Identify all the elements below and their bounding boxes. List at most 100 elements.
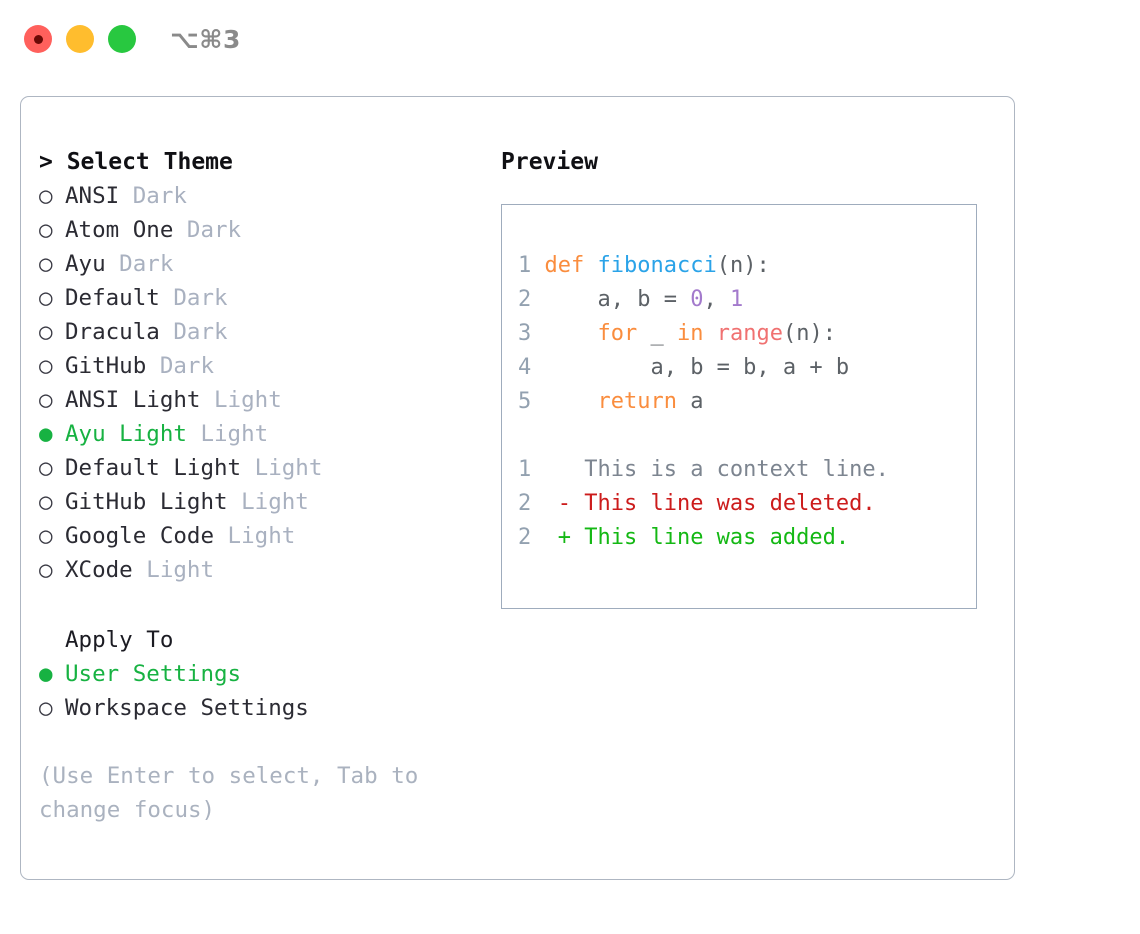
theme-option-kind: Dark — [146, 353, 215, 379]
code-token-num: 0 — [690, 287, 704, 312]
theme-option-label: Ayu — [65, 251, 106, 277]
code-token-plain: a, b = b, a + b — [544, 355, 850, 380]
code-spacer — [518, 419, 976, 453]
theme-option-ansi-light[interactable]: ○ANSI Light Light — [39, 383, 489, 417]
theme-option-label: GitHub Light — [65, 489, 228, 515]
diff-marker-add: + — [531, 525, 585, 550]
code-line: 2 a, b = 0, 1 — [518, 283, 976, 317]
radio-selected-icon: ● — [39, 661, 53, 687]
code-gutter-space — [531, 355, 544, 380]
close-button-icon[interactable] — [24, 25, 52, 53]
theme-option-kind: Dark — [159, 319, 228, 345]
preview-heading: Preview — [501, 149, 598, 175]
titlebar: ⌥⌘3 — [0, 0, 1140, 78]
diff-line-ctx: 1 This is a context line. — [518, 453, 976, 487]
maximize-button-icon[interactable] — [108, 25, 136, 53]
theme-option-label: Default Light — [65, 455, 242, 481]
theme-option-default[interactable]: ○Default Dark — [39, 281, 489, 315]
code-line: 3 for _ in range(n): — [518, 317, 976, 351]
apply-to-panel: Apply To ●User Settings○Workspace Settin… — [39, 623, 489, 725]
code-line: 1 def fibonacci(n): — [518, 249, 976, 283]
theme-option-kind: Dark — [119, 183, 187, 209]
radio-unselected-icon: ○ — [39, 455, 53, 481]
preview-panel: Preview 1 def fibonacci(n):2 a, b = 0, 1… — [501, 145, 1001, 609]
code-line: 5 return a — [518, 385, 976, 419]
radio-unselected-icon: ○ — [39, 353, 53, 379]
code-token-plain: a — [676, 389, 704, 414]
code-gutter-space — [531, 321, 544, 346]
radio-unselected-icon: ○ — [39, 523, 53, 549]
code-line-number: 5 — [518, 389, 532, 414]
code-line-number: 4 — [518, 355, 532, 380]
code-token-plain: _ — [637, 321, 677, 346]
theme-option-default-light[interactable]: ○ Default Light Light — [39, 451, 489, 485]
theme-option-kind: Dark — [105, 251, 174, 277]
theme-option-kind: Dark — [173, 217, 242, 243]
code-token-plain: a, b = — [544, 287, 691, 312]
theme-option-kind: Light — [214, 523, 296, 549]
apply-to-option-user-settings[interactable]: ●User Settings — [39, 657, 489, 691]
theme-option-label: GitHub — [65, 353, 147, 379]
radio-unselected-icon: ○ — [39, 251, 53, 277]
theme-option-ayu[interactable]: ○ Ayu Dark — [39, 247, 489, 281]
theme-option-kind: Light — [227, 489, 309, 515]
code-line-number: 2 — [518, 287, 532, 312]
code-token-num: 1 — [729, 287, 744, 312]
theme-option-github[interactable]: ○ GitHub Dark — [39, 349, 489, 383]
code-token-kw: for — [597, 321, 638, 346]
radio-unselected-icon: ○ — [39, 319, 53, 345]
theme-option-label: Ayu Light — [65, 421, 187, 447]
theme-option-dracula[interactable]: ○ Dracula Dark — [39, 315, 489, 349]
theme-option-ansi[interactable]: ○ ANSI Dark — [39, 179, 489, 213]
apply-to-option-workspace-settings[interactable]: ○ Workspace Settings — [39, 691, 489, 725]
theme-option-kind: Light — [200, 387, 282, 413]
diff-line-number: 2 — [518, 491, 532, 516]
diff-line-number: 1 — [518, 457, 532, 482]
code-token-kw: def — [544, 253, 598, 278]
minimize-button-icon[interactable] — [66, 25, 94, 53]
theme-option-google-code[interactable]: ○Google Code Light — [39, 519, 489, 553]
theme-option-kind: Light — [186, 421, 269, 447]
theme-option-label: XCode — [65, 557, 133, 583]
code-token-fn: fibonacci — [597, 253, 717, 278]
theme-option-github-light[interactable]: ○ GitHub Light Light — [39, 485, 489, 519]
code-line-number: 3 — [518, 321, 532, 346]
code-token-punct: (n): — [716, 253, 770, 278]
diff-line-text: This line was added. — [584, 525, 850, 550]
diff-sample: 1 This is a context line.2 - This line w… — [518, 453, 976, 555]
theme-option-ayu-light[interactable]: ●Ayu Light Light — [39, 417, 489, 451]
radio-unselected-icon: ○ — [39, 489, 53, 515]
apply-to-option-label: Workspace Settings — [65, 695, 309, 721]
code-token-kw: return — [597, 389, 677, 414]
theme-option-xcode[interactable]: ○XCode Light — [39, 553, 489, 587]
code-gutter-space — [531, 389, 544, 414]
code-line: 4 a, b = b, a + b — [518, 351, 976, 385]
radio-unselected-icon: ○ — [39, 183, 53, 209]
radio-unselected-icon: ○ — [39, 695, 53, 721]
theme-option-kind: Light — [241, 455, 323, 481]
theme-list: ○ANSI Dark○Atom One Dark○Ayu Dark○Defaul… — [39, 179, 489, 587]
keyboard-hint-text: (Use Enter to select, Tab to change focu… — [39, 763, 419, 823]
code-gutter-space — [531, 253, 544, 278]
code-token-plain — [545, 321, 598, 346]
theme-option-kind: Light — [132, 557, 215, 583]
code-line-number: 1 — [518, 253, 532, 278]
code-token-kw: in — [676, 321, 704, 346]
code-gutter-space — [531, 287, 544, 312]
apply-to-list: ●User Settings ○ Workspace Settings — [39, 657, 489, 725]
theme-option-label: ANSI — [65, 183, 120, 209]
close-button-core — [33, 34, 43, 44]
diff-line-text: This line was deleted. — [584, 491, 876, 516]
theme-option-label: Atom One — [65, 217, 174, 243]
diff-line-add: 2 + This line was added. — [518, 521, 976, 555]
main-panel: > Select Theme ○ANSI Dark○Atom One Dark○… — [20, 96, 1015, 880]
code-token-builtin: range — [716, 321, 783, 346]
code-token-plain — [703, 321, 716, 346]
radio-unselected-icon: ○ — [39, 285, 53, 311]
diff-line-number: 2 — [518, 525, 532, 550]
theme-option-label: Dracula — [65, 319, 160, 345]
theme-option-kind: Dark — [159, 285, 228, 311]
theme-option-atom-one[interactable]: ○Atom One Dark — [39, 213, 489, 247]
